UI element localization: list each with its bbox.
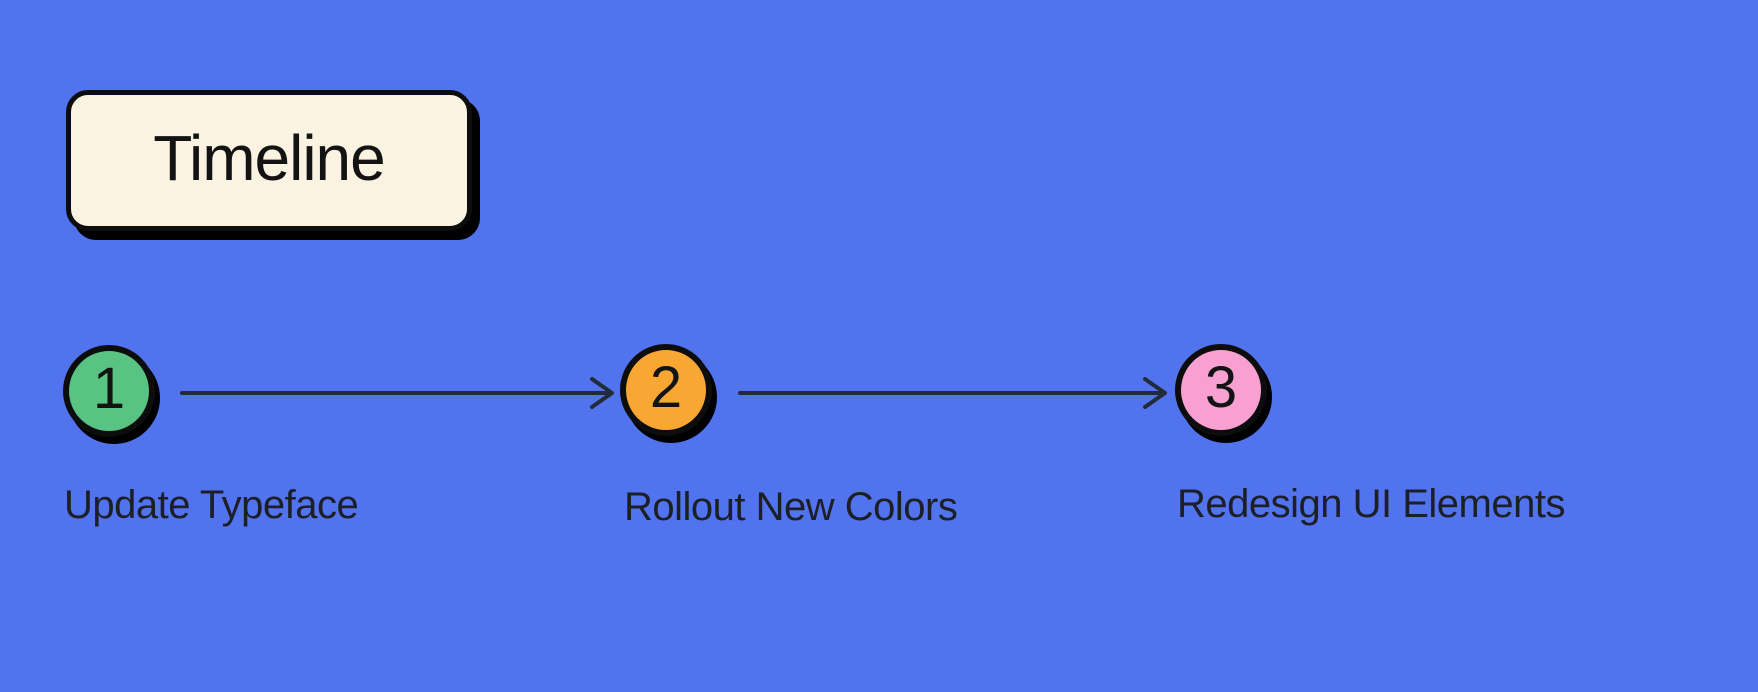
step-label-update-typeface: Update Typeface [64, 483, 359, 527]
step-circle-3: 3 [1175, 344, 1267, 436]
step-number-2: 2 [649, 355, 683, 420]
step-number-1: 1 [92, 356, 126, 421]
arrow-right-icon-1 [180, 377, 614, 409]
step-number-3: 3 [1204, 355, 1238, 420]
title-card: Timeline [66, 90, 472, 231]
step-circle-2: 2 [620, 344, 712, 436]
step-label-redesign-ui-elements: Redesign UI Elements [1177, 482, 1565, 526]
arrow-right-icon-2 [738, 377, 1167, 409]
step-label-rollout-new-colors: Rollout New Colors [624, 485, 958, 529]
step-circle-1: 1 [63, 345, 155, 437]
page-title: Timeline [153, 121, 385, 194]
